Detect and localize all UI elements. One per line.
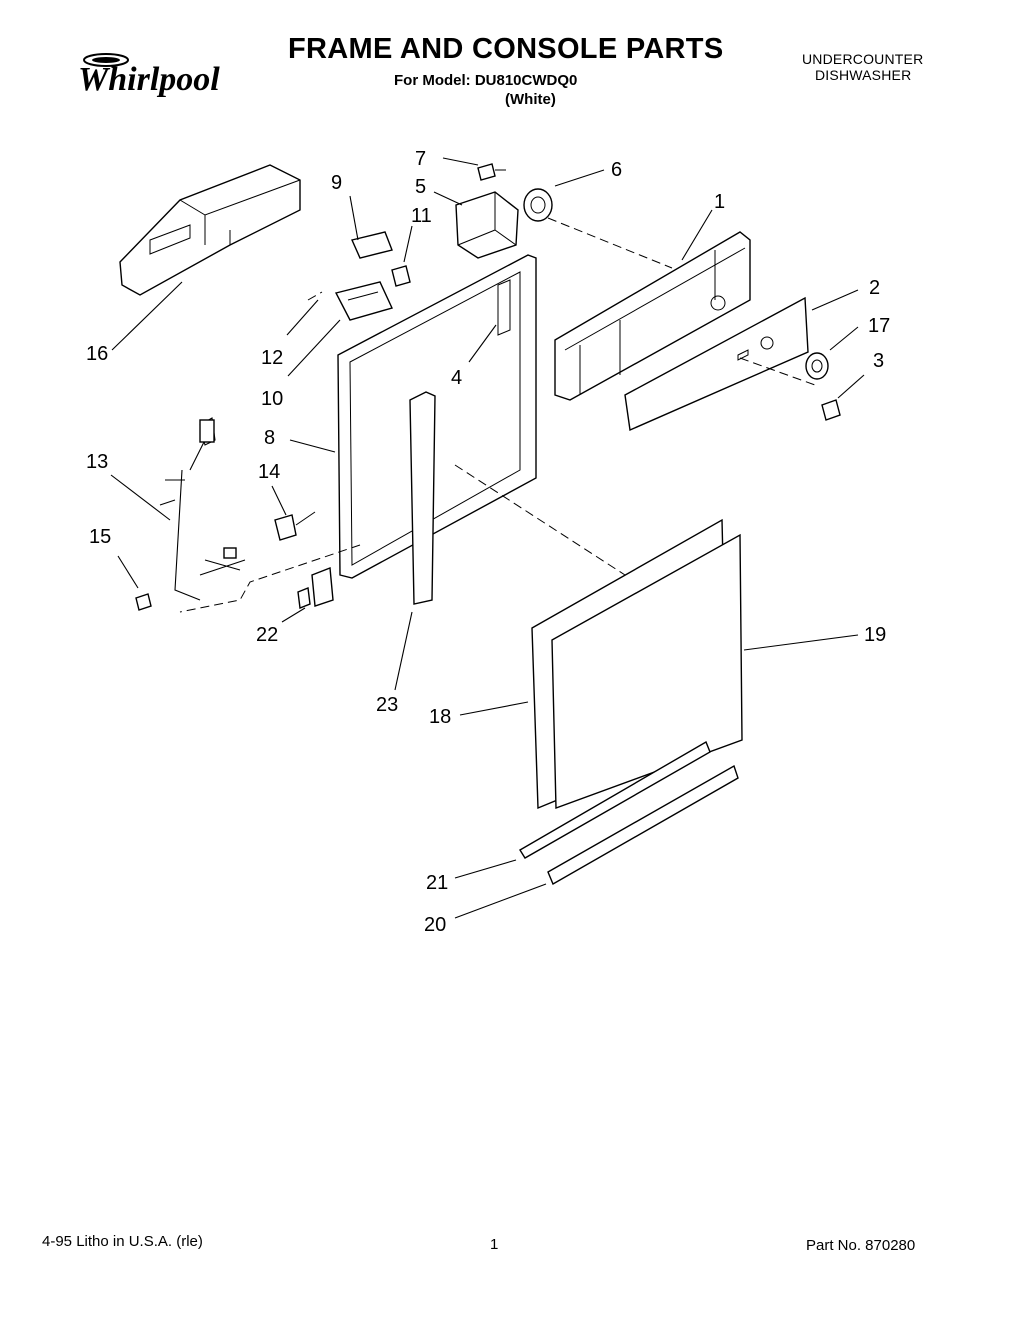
category-line-1: UNDERCOUNTER	[802, 51, 924, 67]
assembly-line-4	[179, 544, 361, 613]
part-3-button	[821, 399, 841, 421]
part-1-console	[554, 231, 751, 401]
callout-6: 6	[611, 159, 622, 181]
assembly-line-3	[454, 464, 626, 576]
callout-20: 20	[424, 914, 446, 936]
whirlpool-logo: Whirlpool	[78, 53, 220, 98]
part-17-knob	[805, 352, 829, 380]
callout-22: 22	[256, 624, 278, 646]
callout-1: 1	[714, 191, 725, 213]
page-title: FRAME AND CONSOLE PARTS	[288, 33, 724, 65]
callout-23: 23	[376, 694, 398, 716]
callout-4: 4	[451, 367, 462, 389]
callout-13: 13	[86, 451, 108, 473]
callout-15: 15	[89, 526, 111, 548]
part-8-door-frame	[337, 254, 537, 579]
callout-3: 3	[873, 350, 884, 372]
part-7-screw	[477, 163, 506, 181]
callout-18: 18	[429, 706, 451, 728]
part-10-bracket	[334, 281, 393, 321]
part-2-front-panel	[624, 296, 809, 432]
part-15-screw	[135, 593, 152, 611]
callout-8: 8	[264, 427, 275, 449]
callout-14: 14	[258, 461, 280, 483]
footer-part-number: Part No. 870280	[806, 1237, 916, 1254]
callout-21: 21	[426, 872, 448, 894]
callout-11: 11	[411, 205, 432, 227]
footer-litho: 4-95 Litho in U.S.A. (rle)	[42, 1233, 203, 1250]
part-21-bottom-trim	[519, 740, 711, 859]
footer-page-number: 1	[490, 1236, 499, 1253]
callout-19: 19	[864, 624, 886, 646]
part-6-dial	[523, 188, 553, 222]
callout-2: 2	[869, 277, 880, 299]
callout-7: 7	[415, 148, 426, 170]
part-19-door-panel	[551, 533, 743, 809]
logo-wordmark: Whirlpool	[78, 61, 220, 98]
part-23-trim-strip	[409, 391, 436, 605]
part-14-switch	[274, 511, 316, 541]
part-16-cover	[119, 164, 301, 296]
part-5-timer	[455, 191, 519, 259]
part-22-clip	[297, 587, 311, 609]
part-9-switch	[351, 231, 393, 259]
assembly-line-1	[547, 217, 673, 269]
part-13-wire-harness	[159, 417, 246, 601]
callout-5: 5	[415, 176, 426, 198]
callout-12: 12	[261, 347, 283, 369]
model-line: For Model: DU810CWDQ0	[394, 72, 578, 89]
callout-10: 10	[261, 388, 283, 410]
category-line-2: DISHWASHER	[815, 67, 912, 83]
assembly-line-5	[307, 291, 323, 301]
frame-bracket	[311, 567, 334, 607]
part-20-toe-strip	[547, 764, 739, 886]
part-11-terminal	[391, 265, 411, 287]
callout-17: 17	[868, 315, 890, 337]
callout-leaders	[110, 157, 865, 919]
color-line: (White)	[505, 91, 556, 108]
callout-9: 9	[331, 172, 342, 194]
callout-16: 16	[86, 343, 108, 365]
